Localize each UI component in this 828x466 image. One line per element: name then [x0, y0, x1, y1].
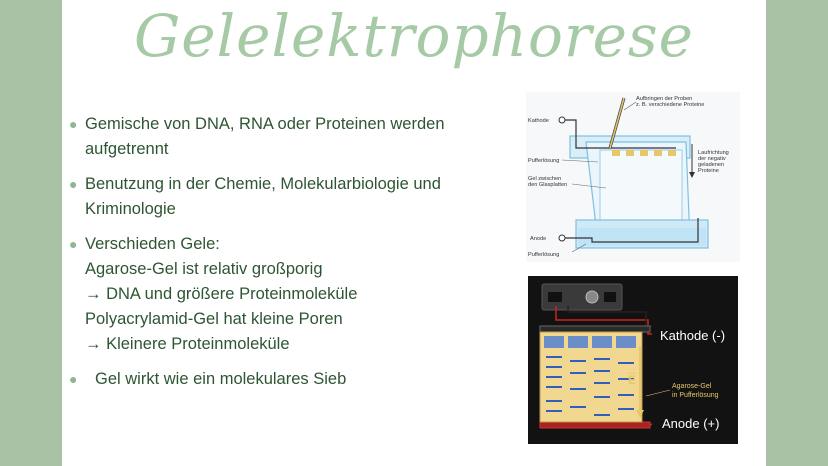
bullet-line: Benutzung in der Chemie, Molekularbiolog… — [85, 175, 441, 193]
bullet-line: Gemische von DNA, RNA oder Proteinen wer… — [85, 115, 445, 133]
slide-title: Gelelektrophorese — [133, 2, 695, 70]
samples-label: z. B. verschiedene Proteine — [636, 102, 704, 108]
bullet-item: ● Verschieden Gele: Agarose-Gel ist rela… — [62, 232, 502, 357]
bullet-line: Polyacrylamid-Gel hat kleine Poren — [85, 310, 343, 328]
anode-label: Anode — [530, 236, 546, 242]
agarose-label: in Pufferlösung — [672, 392, 719, 399]
kathode-label: Kathode (-) — [660, 328, 725, 343]
bullet-dot-icon: ● — [69, 371, 78, 387]
slide: Gelelektrophorese ● Gemische von DNA, RN… — [62, 0, 766, 466]
buffer-top-label: Pufferlösung — [528, 158, 559, 164]
bullet-item: ● Benutzung in der Chemie, Molekularbiol… — [62, 172, 502, 222]
bullet-list: ● Gemische von DNA, RNA oder Proteinen w… — [62, 112, 502, 402]
run-direction-label: der negativ — [698, 156, 726, 162]
run-direction-label: geladenen — [698, 162, 724, 168]
samples-label: Aufbringen der Proben — [636, 96, 692, 102]
bullet-line: Gel wirkt wie ein molekulares Sieb — [95, 370, 347, 388]
bullet-item: ● Gemische von DNA, RNA oder Proteinen w… — [62, 112, 502, 162]
bullet-dot-icon: ● — [69, 176, 78, 192]
bullet-line: Agarose-Gel ist relativ großporig — [85, 260, 323, 278]
run-direction-label: Laufrichtung — [698, 150, 729, 156]
field-label: E — [628, 373, 636, 387]
bullet-line: aufgetrennt — [85, 140, 169, 158]
kathode-label: Kathode — [528, 118, 549, 124]
bullet-line: Kriminologie — [85, 200, 176, 218]
bullet-dot-icon: ● — [69, 236, 78, 252]
electrophoresis-apparatus-diagram: Aufbringen der Proben z. B. verschiedene… — [526, 92, 740, 262]
bullet-item: ● Gel wirkt wie ein molekulares Sieb — [62, 367, 502, 392]
buffer-bottom-label: Pufferlösung — [528, 252, 559, 258]
bullet-line: → Kleinere Proteinmoleküle — [85, 335, 290, 353]
agarose-label: Agarose-Gel — [672, 383, 712, 390]
bullet-dot-icon: ● — [69, 116, 78, 132]
run-direction-label: Proteine — [698, 168, 719, 174]
bullet-line: → DNA und größere Proteinmoleküle — [85, 285, 358, 303]
agarose-gel-diagram: E Kathode (-) Agarose-Gel in Pufferlösun… — [528, 276, 738, 444]
bullet-line: Verschieden Gele: — [85, 235, 220, 253]
gel-label: den Glasplatten — [528, 182, 567, 188]
anode-label: Anode (+) — [662, 416, 719, 431]
power-supply-icon — [541, 283, 623, 311]
gel-label: Gel zwischen — [528, 176, 561, 182]
